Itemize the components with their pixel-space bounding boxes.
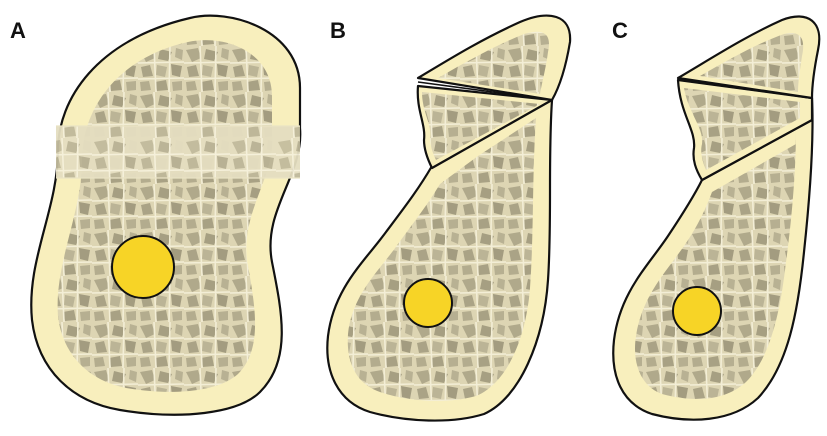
canal-b [404,279,452,327]
graft-block-a [56,126,300,178]
canal-a [112,236,174,298]
canal-c [673,287,721,335]
panel-label-c: C [612,18,628,43]
panel-c: C [612,17,819,420]
panel-label-b: B [330,18,346,43]
panel-label-a: A [10,18,26,43]
panel-b: B [327,16,570,421]
panel-a: A [10,16,300,415]
